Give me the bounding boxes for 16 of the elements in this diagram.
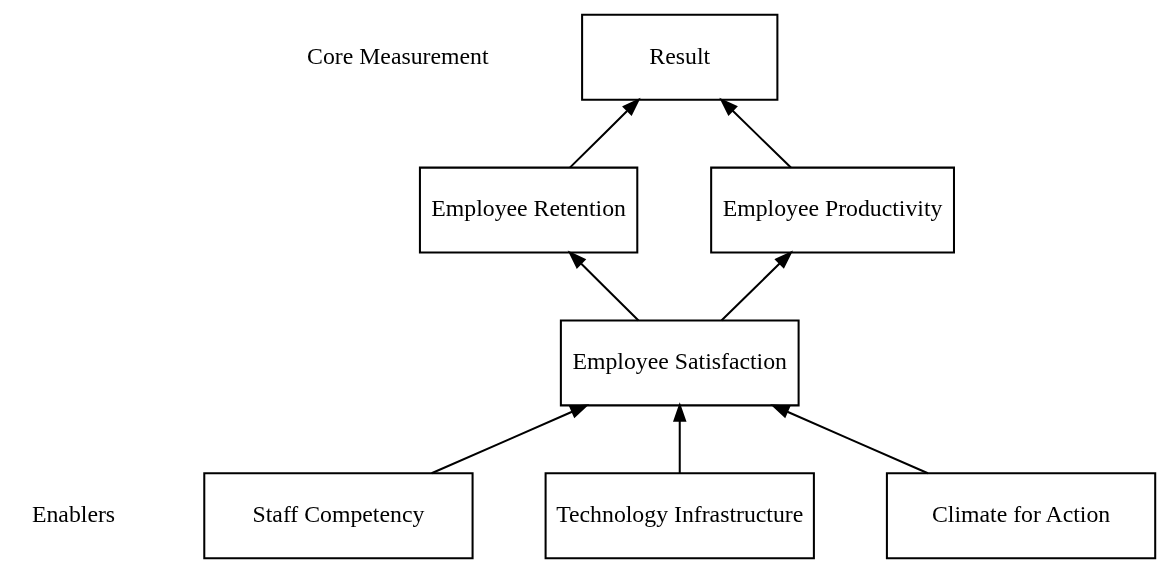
node-box: Staff Competency (203, 472, 474, 560)
node-box: Employee Productivity (710, 166, 955, 254)
arrow (431, 404, 590, 475)
arrow (719, 97, 792, 169)
label: Enablers (31, 501, 116, 528)
label: Core Measurement (307, 42, 489, 69)
node-box: Result (581, 13, 779, 101)
node-box: Employee Satisfaction (559, 319, 800, 407)
arrow (567, 250, 640, 322)
arrow (720, 250, 794, 322)
arrow (672, 402, 687, 474)
node-box: Climate for Action (885, 472, 1157, 560)
node-box: Employee Retention (418, 166, 639, 254)
arrow (569, 97, 641, 169)
arrow (770, 404, 929, 475)
node-box: Technology Infrastructure (544, 472, 815, 560)
